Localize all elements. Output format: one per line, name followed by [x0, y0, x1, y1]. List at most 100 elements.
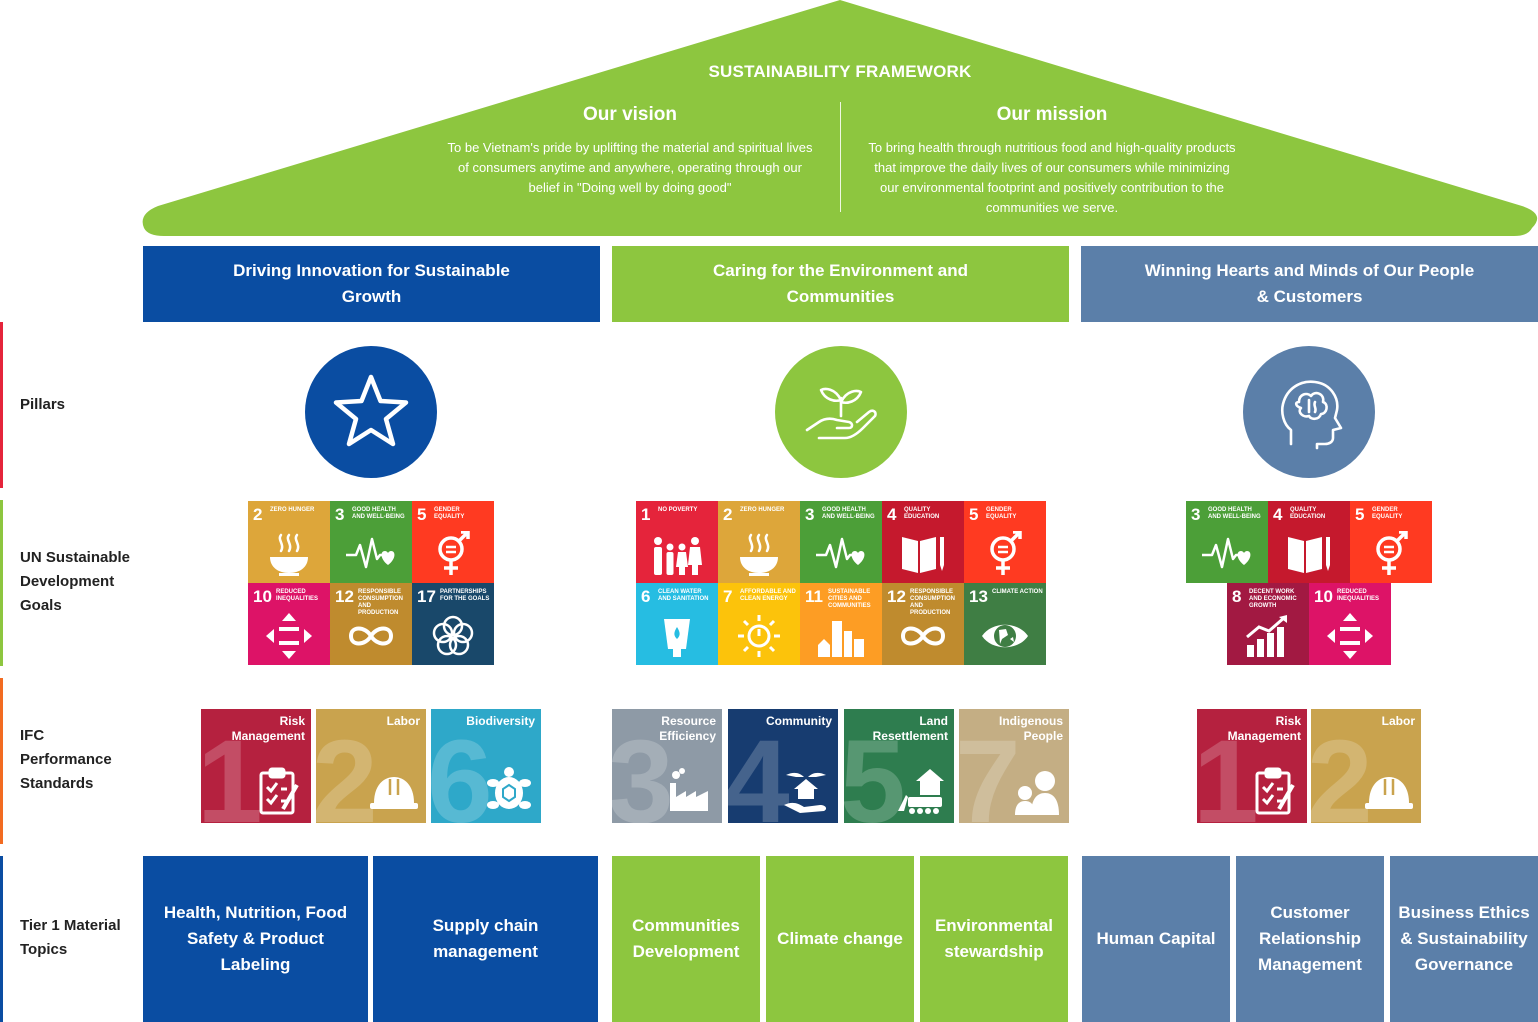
ifc-ps-3: 3 Resource Efficiency — [612, 709, 722, 823]
ifc-label: Labor — [386, 714, 420, 728]
eye-globe-icon — [982, 624, 1028, 648]
partnership-rings-icon — [432, 615, 474, 656]
sdg-tile-13: 13 Climate action — [964, 583, 1046, 665]
sdg-tile-3: 3 Good health and well-being — [800, 501, 882, 583]
sdg-tile-7: 7 Affordable and clean energy — [718, 583, 800, 665]
bowl-icon — [270, 533, 308, 576]
sdg-label: Good health and well-being — [352, 507, 405, 520]
pillar-circle-innovation — [305, 346, 437, 478]
row-label-topics: Tier 1 Material Topics — [20, 917, 121, 958]
ifc-label: Resource Efficiency — [659, 714, 716, 743]
pillar-header-innovation: Driving Innovation for Sustainable Growt… — [143, 246, 600, 322]
gender-icon — [990, 531, 1022, 575]
sdg-number: 2 — [723, 505, 733, 524]
sdg-tile-4: 4 Quality education — [882, 501, 964, 583]
inequality-icon — [266, 613, 312, 659]
ifc-ps-1: 1 Risk Management — [201, 709, 311, 823]
framework-roof — [142, 0, 1538, 236]
gender-icon — [1376, 531, 1408, 575]
sdg-number: 8 — [1232, 587, 1242, 606]
row-bar-topics — [0, 856, 3, 1022]
ifc-label: Risk Management — [231, 714, 305, 743]
ifc-ps-7: 7 Indigenous People — [959, 709, 1069, 823]
sdg-label: Sustainable cities and communities — [828, 589, 871, 609]
inequality-icon — [1327, 613, 1373, 659]
turtle-icon — [487, 767, 531, 809]
ifc-label: Biodiversity — [466, 714, 535, 728]
family-icon — [654, 537, 702, 575]
sdg-tile-5: 5 Gender equality — [412, 501, 494, 583]
topic-climate-change: Climate change — [766, 856, 914, 1022]
clipboard-icon — [1255, 767, 1295, 815]
ifc-label: Risk Management — [1227, 714, 1301, 743]
sdg-number: 3 — [335, 505, 345, 524]
sdg-label: Gender equality — [434, 507, 465, 520]
pillar-header-environment: Caring for the Environment and Communiti… — [612, 246, 1069, 322]
row-label-pillars: Pillars — [20, 396, 66, 413]
people-icon — [1015, 771, 1059, 815]
sdg-label: Gender equality — [986, 507, 1017, 520]
book-icon — [902, 537, 944, 573]
mission-text: To bring health through nutritious food … — [868, 140, 1236, 215]
hand-sprout-icon — [805, 387, 877, 440]
sdg-label: Gender equality — [1372, 507, 1403, 520]
ifc-label: Indigenous People — [999, 714, 1063, 743]
bowl-icon — [740, 533, 778, 576]
city-icon — [818, 621, 864, 657]
sdg-label: Responsible consumption and production — [358, 589, 403, 616]
ifc-label: Labor — [1381, 714, 1415, 728]
sdg-number: 10 — [1314, 587, 1333, 606]
infinity-icon — [900, 626, 946, 646]
community-hands-icon — [784, 772, 827, 813]
sdg-label: Good health and well-being — [1208, 507, 1261, 520]
topic-customer-relationship: Customer Relationship Management — [1236, 856, 1384, 1022]
sdg-label: Good health and well-being — [822, 507, 875, 520]
hard-hat-icon — [370, 777, 418, 809]
sdg-tile-2: 2 Zero hunger — [718, 501, 800, 583]
ifc-ps-6: 6 Biodiversity — [431, 709, 541, 823]
factory-icon — [670, 768, 708, 811]
sdg-number: 6 — [641, 587, 651, 606]
ifc-number: 3 — [612, 716, 674, 823]
pillar-circle-environment — [775, 346, 907, 478]
topic-supply-chain: Supply chain management — [373, 856, 598, 1022]
sdg-label: Responsible consumption and production — [910, 589, 955, 616]
sdg-tile-10: 10 Reduced inequalities — [248, 583, 330, 665]
ifc-number: 4 — [728, 716, 790, 823]
topic-health-nutrition: Health, Nutrition, Food Safety & Product… — [143, 856, 368, 1022]
sdg-tile-3: 3 Good health and well-being — [1186, 501, 1268, 583]
sdg-label: Decent work and economic growth — [1249, 589, 1297, 609]
sdg-number: 7 — [723, 587, 733, 606]
star-icon — [333, 374, 409, 447]
framework-title: SUSTAINABILITY FRAMEWORK — [708, 62, 972, 81]
heartbeat-icon — [816, 537, 865, 569]
ifc-ps-1: 1 Risk Management — [1197, 709, 1307, 823]
sdg-number: 4 — [1273, 505, 1283, 524]
sun-power-icon — [738, 615, 780, 657]
row-label-ifc: IFC Performance Standards — [20, 727, 112, 792]
sdg-number: 4 — [887, 505, 897, 524]
sdg-label: Partnerships for the goals — [440, 589, 490, 602]
sdg-tile-12: 12 Responsible consumption and productio… — [882, 583, 964, 665]
sdg-label: Climate action — [992, 589, 1043, 595]
topic-human-capital: Human Capital — [1082, 856, 1230, 1022]
growth-chart-icon — [1246, 615, 1287, 657]
ifc-number: 1 — [201, 716, 263, 823]
sdg-tile-5: 5 Gender equality — [1350, 501, 1432, 583]
topic-environmental-stewardship: Environmental stewardship — [920, 856, 1068, 1022]
head-brain-icon — [1280, 380, 1343, 450]
sdg-tile-3: 3 Good health and well-being — [330, 501, 412, 583]
infinity-icon — [348, 626, 394, 646]
sdg-tile-6: 6 Clean water and sanitation — [636, 583, 718, 665]
ifc-ps-5: 5 Land Resettlement — [844, 709, 954, 823]
sdg-tile-12: 12 Responsible consumption and productio… — [330, 583, 412, 665]
heartbeat-icon — [1202, 537, 1251, 569]
vision-title: Our vision — [583, 104, 677, 125]
sdg-number: 17 — [417, 587, 436, 606]
water-glass-icon — [664, 619, 690, 657]
sdg-tile-5: 5 Gender equality — [964, 501, 1046, 583]
ifc-label: Community — [766, 714, 832, 728]
sdg-label: Clean water and sanitation — [658, 589, 709, 602]
sdg-number: 11 — [805, 587, 823, 606]
sdg-label: Zero hunger — [740, 507, 785, 513]
